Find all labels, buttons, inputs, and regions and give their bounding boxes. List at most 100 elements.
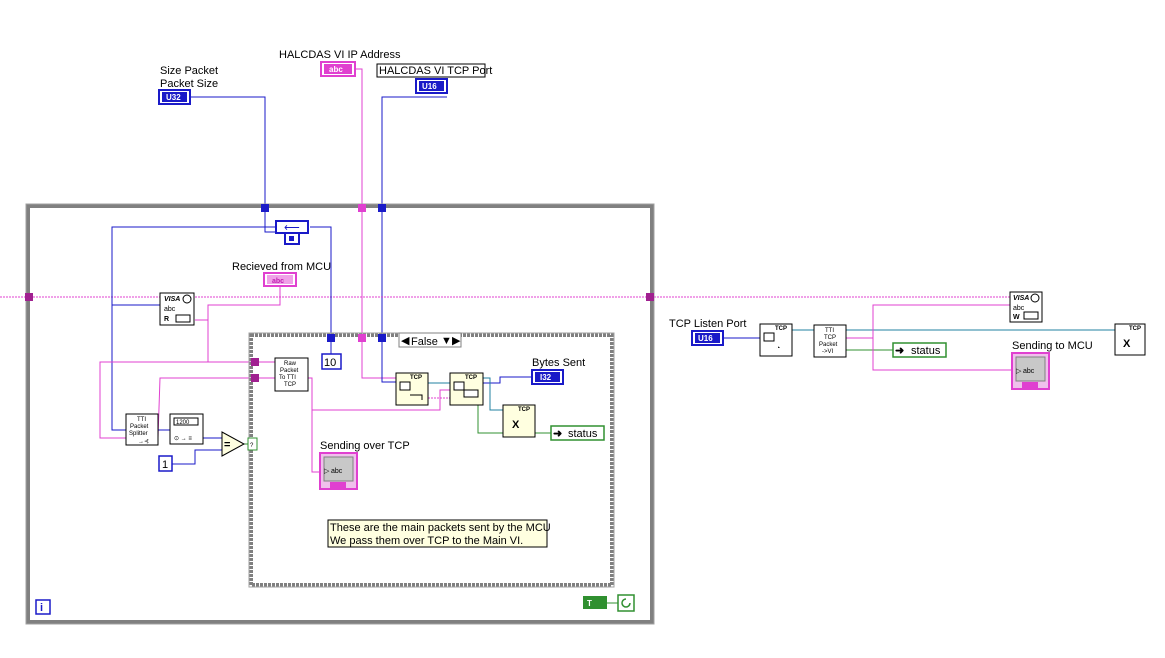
- wire-tti-to-write[interactable]: [846, 304, 1010, 339]
- visa-read-node[interactable]: VISA abc R: [159, 292, 195, 326]
- status-inner-arrow-icon: ➜: [553, 428, 562, 440]
- comment-line1: These are the main packets sent by the M…: [330, 522, 551, 534]
- sending-over-tcp-indicator[interactable]: abc ▷: [319, 452, 358, 490]
- visa-write-clock-icon: [1030, 293, 1040, 303]
- bytes-sent-indicator[interactable]: I32: [531, 369, 564, 385]
- halcdas-port-control[interactable]: U16: [415, 78, 448, 94]
- wire-tti-to-indicator[interactable]: [872, 338, 1012, 371]
- tcp-write-node[interactable]: TCP: [449, 372, 484, 406]
- sending-to-mcu-label: Sending to MCU: [1012, 340, 1093, 352]
- raw-l4: TCP: [284, 382, 296, 388]
- status-outer-indicator[interactable]: ➜ status: [892, 342, 947, 358]
- wire-splitter-out[interactable]: [157, 377, 255, 439]
- status-outer-label: status: [911, 345, 941, 357]
- case-tunnel-shift: [327, 334, 335, 342]
- visa-write-port-icon: [1023, 311, 1039, 320]
- loop-stop-const-text: T: [587, 599, 592, 608]
- index-array-icon-text: 1200: [176, 420, 190, 426]
- tti-packet-splitter-node[interactable]: TTI Packet Splitter →⊰: [125, 413, 159, 446]
- visa-read-bot: R: [164, 316, 169, 323]
- status-inner-label: status: [568, 428, 598, 440]
- case-selector-left-arrow[interactable]: ◀: [401, 335, 410, 347]
- halcdas-port-label: HALCDAS VI TCP Port: [379, 65, 492, 77]
- tcp-close-inner-x-icon: X: [512, 419, 520, 431]
- tcp-listen-ear-icon: ◔: [776, 345, 780, 352]
- wire-received-mcu[interactable]: [207, 285, 281, 363]
- splitter-l2: Packet: [130, 424, 149, 430]
- raw-l3: To TTI: [279, 375, 296, 381]
- tcp-listen-port-terminal-text: U16: [698, 334, 713, 343]
- loop-tunnel-visa-left: [25, 293, 33, 301]
- tcp-listen-label: TCP: [775, 326, 787, 332]
- top-controls: Size Packet Packet Size U32 HALCDAS VI I…: [158, 49, 492, 105]
- visa-read-clock-icon: [182, 294, 192, 304]
- visa-read-top: VISA: [164, 296, 180, 303]
- status-inner-indicator[interactable]: ➜ status: [550, 425, 605, 441]
- received-terminal-text: abc: [272, 278, 284, 285]
- case-selector-dropdown[interactable]: ▼: [441, 335, 452, 347]
- wire-shift-to-case[interactable]: [310, 226, 332, 338]
- index-array-icon-bottom: ⊙ → ≡: [174, 436, 192, 442]
- wire-write-to-close[interactable]: [483, 377, 503, 411]
- loop-i-label: i: [40, 602, 43, 614]
- sending-mcu-inner-text: abc: [1023, 368, 1035, 375]
- packet-size-control[interactable]: U32: [158, 89, 191, 105]
- case-structure[interactable]: ◀ False ▼ ▶ ?: [247, 332, 615, 588]
- constant-one[interactable]: 1: [158, 455, 173, 472]
- index-array-node[interactable]: 1200 ⊙ → ≡: [169, 413, 204, 445]
- while-loop[interactable]: i T: [25, 203, 655, 625]
- packet-size-terminal-text: U32: [166, 93, 181, 102]
- received-from-mcu-indicator[interactable]: abc: [263, 272, 297, 287]
- visa-write-bot: W: [1013, 314, 1020, 321]
- loop-condition-icon: [621, 598, 631, 608]
- visa-write-node[interactable]: VISA abc W: [1009, 291, 1043, 323]
- tcp-listen-port-control[interactable]: U16: [691, 330, 724, 346]
- tcp-write-network-icon: [453, 381, 465, 391]
- sending-over-tcp-label: Sending over TCP: [320, 440, 410, 452]
- tcp-open-node[interactable]: TCP: [395, 372, 429, 406]
- wire-raw-to-write[interactable]: [312, 389, 450, 411]
- wires: [0, 68, 1115, 473]
- tcp-write-label: TCP: [465, 375, 477, 381]
- wire-bytes-sent[interactable]: [483, 376, 532, 384]
- visa-write-top: VISA: [1013, 295, 1029, 302]
- splitter-l1: TTI: [137, 417, 146, 423]
- tcp-close-inner-label: TCP: [518, 407, 530, 413]
- feedback-node[interactable]: ⟵: [275, 220, 309, 245]
- raw-packet-to-tti-tcp-node[interactable]: Raw Packet To TTI TCP: [274, 357, 309, 392]
- wire-raw-to-indicator[interactable]: [258, 377, 320, 473]
- wire-const-one[interactable]: [172, 449, 222, 465]
- equal-node[interactable]: =: [221, 431, 246, 457]
- received-from-mcu-label: Recieved from MCU: [232, 261, 331, 273]
- sending-mcu-arrow-icon: ▷: [1016, 368, 1022, 375]
- case-selector-right-arrow[interactable]: ▶: [452, 335, 461, 347]
- loop-tunnel-packet-size: [261, 204, 269, 212]
- packet-size-label: Packet Size: [160, 78, 218, 90]
- loop-tunnel-ip: [358, 204, 366, 212]
- wire-splitter-in[interactable]: [99, 361, 208, 439]
- wire-error-to-close[interactable]: [477, 398, 503, 434]
- feedback-init-dot-icon: [289, 236, 294, 241]
- halcdas-ip-control[interactable]: abc: [320, 61, 356, 77]
- status-outer-arrow-icon: ➜: [895, 345, 904, 357]
- tti-tcp-packet-to-vi-node[interactable]: TTI TCP Packet ->VI: [813, 324, 847, 358]
- tti-tcp-l2: TCP: [824, 335, 836, 341]
- tcp-listen-node[interactable]: TCP ◔: [759, 323, 793, 357]
- splitter-arrow-icon: →⊰: [138, 438, 149, 445]
- constant-one-text: 1: [162, 459, 168, 471]
- sending-to-mcu-indicator[interactable]: abc ▷: [1011, 352, 1050, 390]
- comment-line2: We pass them over TCP to the Main VI.: [330, 535, 523, 547]
- tcp-close-inner-node[interactable]: TCP X: [502, 404, 536, 438]
- tcp-close-outer-node[interactable]: TCP X: [1114, 323, 1146, 356]
- tcp-close-outer-label: TCP: [1129, 326, 1141, 332]
- feedback-arrow-icon: ⟵: [284, 222, 300, 234]
- wire-ip-address[interactable]: [355, 68, 396, 379]
- constant-ten[interactable]: 10: [321, 353, 342, 370]
- case-tunnel-data1: [251, 358, 259, 366]
- visa-read-mid: abc: [164, 306, 176, 313]
- case-selector-label[interactable]: [398, 332, 462, 348]
- wire-tcp-port[interactable]: [381, 96, 447, 383]
- loop-condition-terminal[interactable]: [617, 594, 635, 612]
- loop-stop-constant[interactable]: [583, 596, 607, 609]
